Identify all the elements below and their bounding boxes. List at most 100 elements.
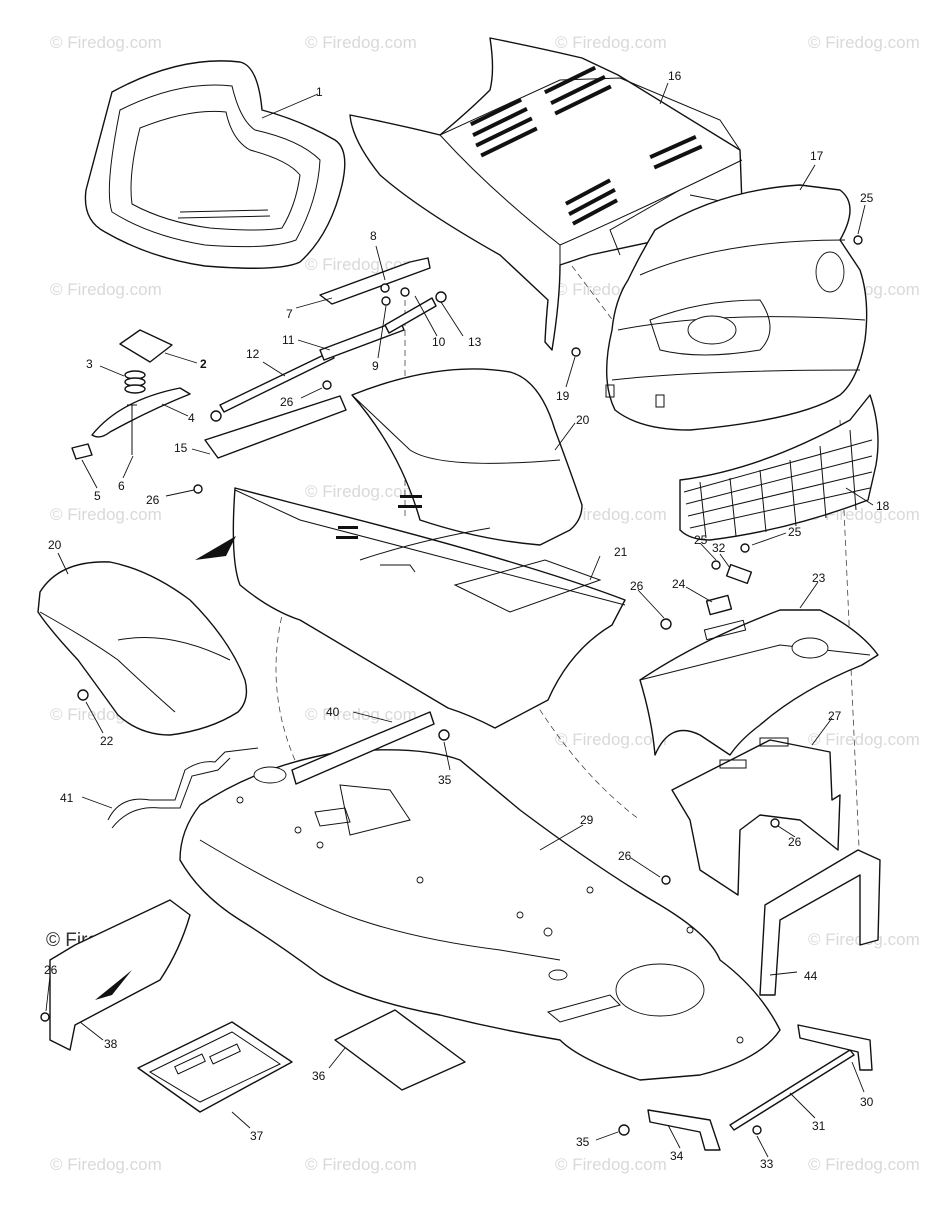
bar-part: [291, 711, 435, 785]
callout-26: 26: [44, 963, 58, 977]
bracket-part: [797, 1024, 873, 1071]
callout-18: 18: [876, 499, 890, 513]
watermark: © Firedog.com: [305, 482, 417, 501]
fastener-part: [770, 818, 780, 828]
callout-40: 40: [326, 705, 340, 719]
callout-26: 26: [788, 835, 802, 849]
watermark: © Firedog.com: [50, 280, 162, 299]
callout-24: 24: [672, 577, 686, 591]
fastener-part: [400, 287, 410, 297]
hood-part: [349, 37, 743, 351]
callout-10: 10: [432, 335, 446, 349]
watermark-layer: © Firedog.com © Firedog.com © Firedog.co…: [46, 33, 920, 1174]
fastener-part: [853, 235, 863, 245]
plate-part: [705, 594, 733, 616]
shaft-part: [384, 297, 437, 334]
wire-part: [107, 747, 259, 829]
watermark: © Firedog.com: [808, 33, 920, 52]
lens-part: [679, 394, 879, 541]
callout-9: 9: [372, 359, 379, 373]
tray-part: [137, 1021, 293, 1113]
fastener-part: [210, 410, 222, 422]
callout-30: 30: [860, 1095, 874, 1109]
callout-11: 11: [282, 333, 295, 347]
fastener-part: [661, 875, 671, 885]
fastener-part: [381, 296, 391, 306]
callout-layer: 1 2 3 4 5 6 7 8 9 10 11 12 13 15 16 17 1…: [44, 69, 890, 1171]
grille-part: [605, 184, 868, 431]
shaft-part: [319, 319, 405, 361]
callout-15: 15: [174, 441, 188, 455]
callout-32: 32: [712, 541, 726, 555]
bracket-lower-part: [759, 849, 881, 996]
plate-part: [725, 563, 753, 585]
watermark: © Firedog.com: [50, 505, 162, 524]
callout-37: 37: [250, 1129, 264, 1143]
bar-part: [204, 395, 347, 459]
callout-17: 17: [810, 149, 824, 163]
fastener-part: [752, 1125, 762, 1135]
plate-part: [119, 329, 173, 363]
callout-44: 44: [804, 969, 818, 983]
fastener-part: [193, 484, 203, 494]
watermark: © Firedog.com: [50, 1155, 162, 1174]
rod-part: [219, 351, 335, 413]
direction-arrow-icon: [195, 536, 236, 560]
spring-part: [124, 370, 146, 394]
callout-25: 25: [860, 191, 874, 205]
direction-arrow-icon: [95, 970, 132, 1000]
clip-part: [71, 443, 93, 460]
callout-2: 2: [200, 357, 207, 371]
fastener-part: [77, 689, 89, 701]
callout-36: 36: [312, 1069, 326, 1083]
callout-26: 26: [146, 493, 160, 507]
bracket-part: [647, 1109, 721, 1151]
latch-part: [319, 257, 431, 305]
callout-26: 26: [280, 395, 294, 409]
callout-31: 31: [812, 1119, 826, 1133]
callout-20: 20: [48, 538, 62, 552]
watermark: © Firedog.com: [50, 33, 162, 52]
callout-16: 16: [668, 69, 682, 83]
watermark: © Firedog.com: [305, 33, 417, 52]
dash-panel-part: [232, 487, 626, 729]
callout-4: 4: [188, 411, 195, 425]
callout-25: 25: [788, 525, 802, 539]
fastener-part: [740, 543, 750, 553]
callout-27: 27: [828, 709, 842, 723]
callout-34: 34: [670, 1149, 684, 1163]
watermark: © Firedog.com: [808, 730, 920, 749]
fender-left-part: [37, 561, 248, 736]
callout-5: 5: [94, 489, 101, 503]
leader-lines: [45, 82, 874, 1158]
frame-footrest-part: [179, 749, 781, 1081]
callout-13: 13: [468, 335, 482, 349]
fastener-part: [660, 618, 672, 630]
fastener-part: [711, 560, 721, 570]
watermark: © Firedog.com: [305, 1155, 417, 1174]
fastener-part: [618, 1124, 630, 1136]
callout-35: 35: [576, 1135, 590, 1149]
callout-33: 33: [760, 1157, 774, 1171]
seat-part: [84, 60, 346, 269]
panel-part: [49, 899, 191, 1051]
callout-12: 12: [246, 347, 260, 361]
watermark: © Firedog.com: [305, 705, 417, 724]
callout-26: 26: [630, 579, 644, 593]
callout-38: 38: [104, 1037, 118, 1051]
callout-41: 41: [60, 791, 74, 805]
fastener-part: [571, 347, 581, 357]
callout-19: 19: [556, 389, 570, 403]
callout-7: 7: [286, 307, 293, 321]
callout-35: 35: [438, 773, 452, 787]
callout-23: 23: [812, 571, 826, 585]
callout-29: 29: [580, 813, 594, 827]
mat-part: [334, 1009, 466, 1091]
bolt-part: [127, 404, 137, 455]
callout-20: 20: [576, 413, 590, 427]
fender-right-part: [351, 368, 583, 546]
part-drawings: [37, 37, 881, 1151]
fastener-part: [40, 1012, 50, 1022]
